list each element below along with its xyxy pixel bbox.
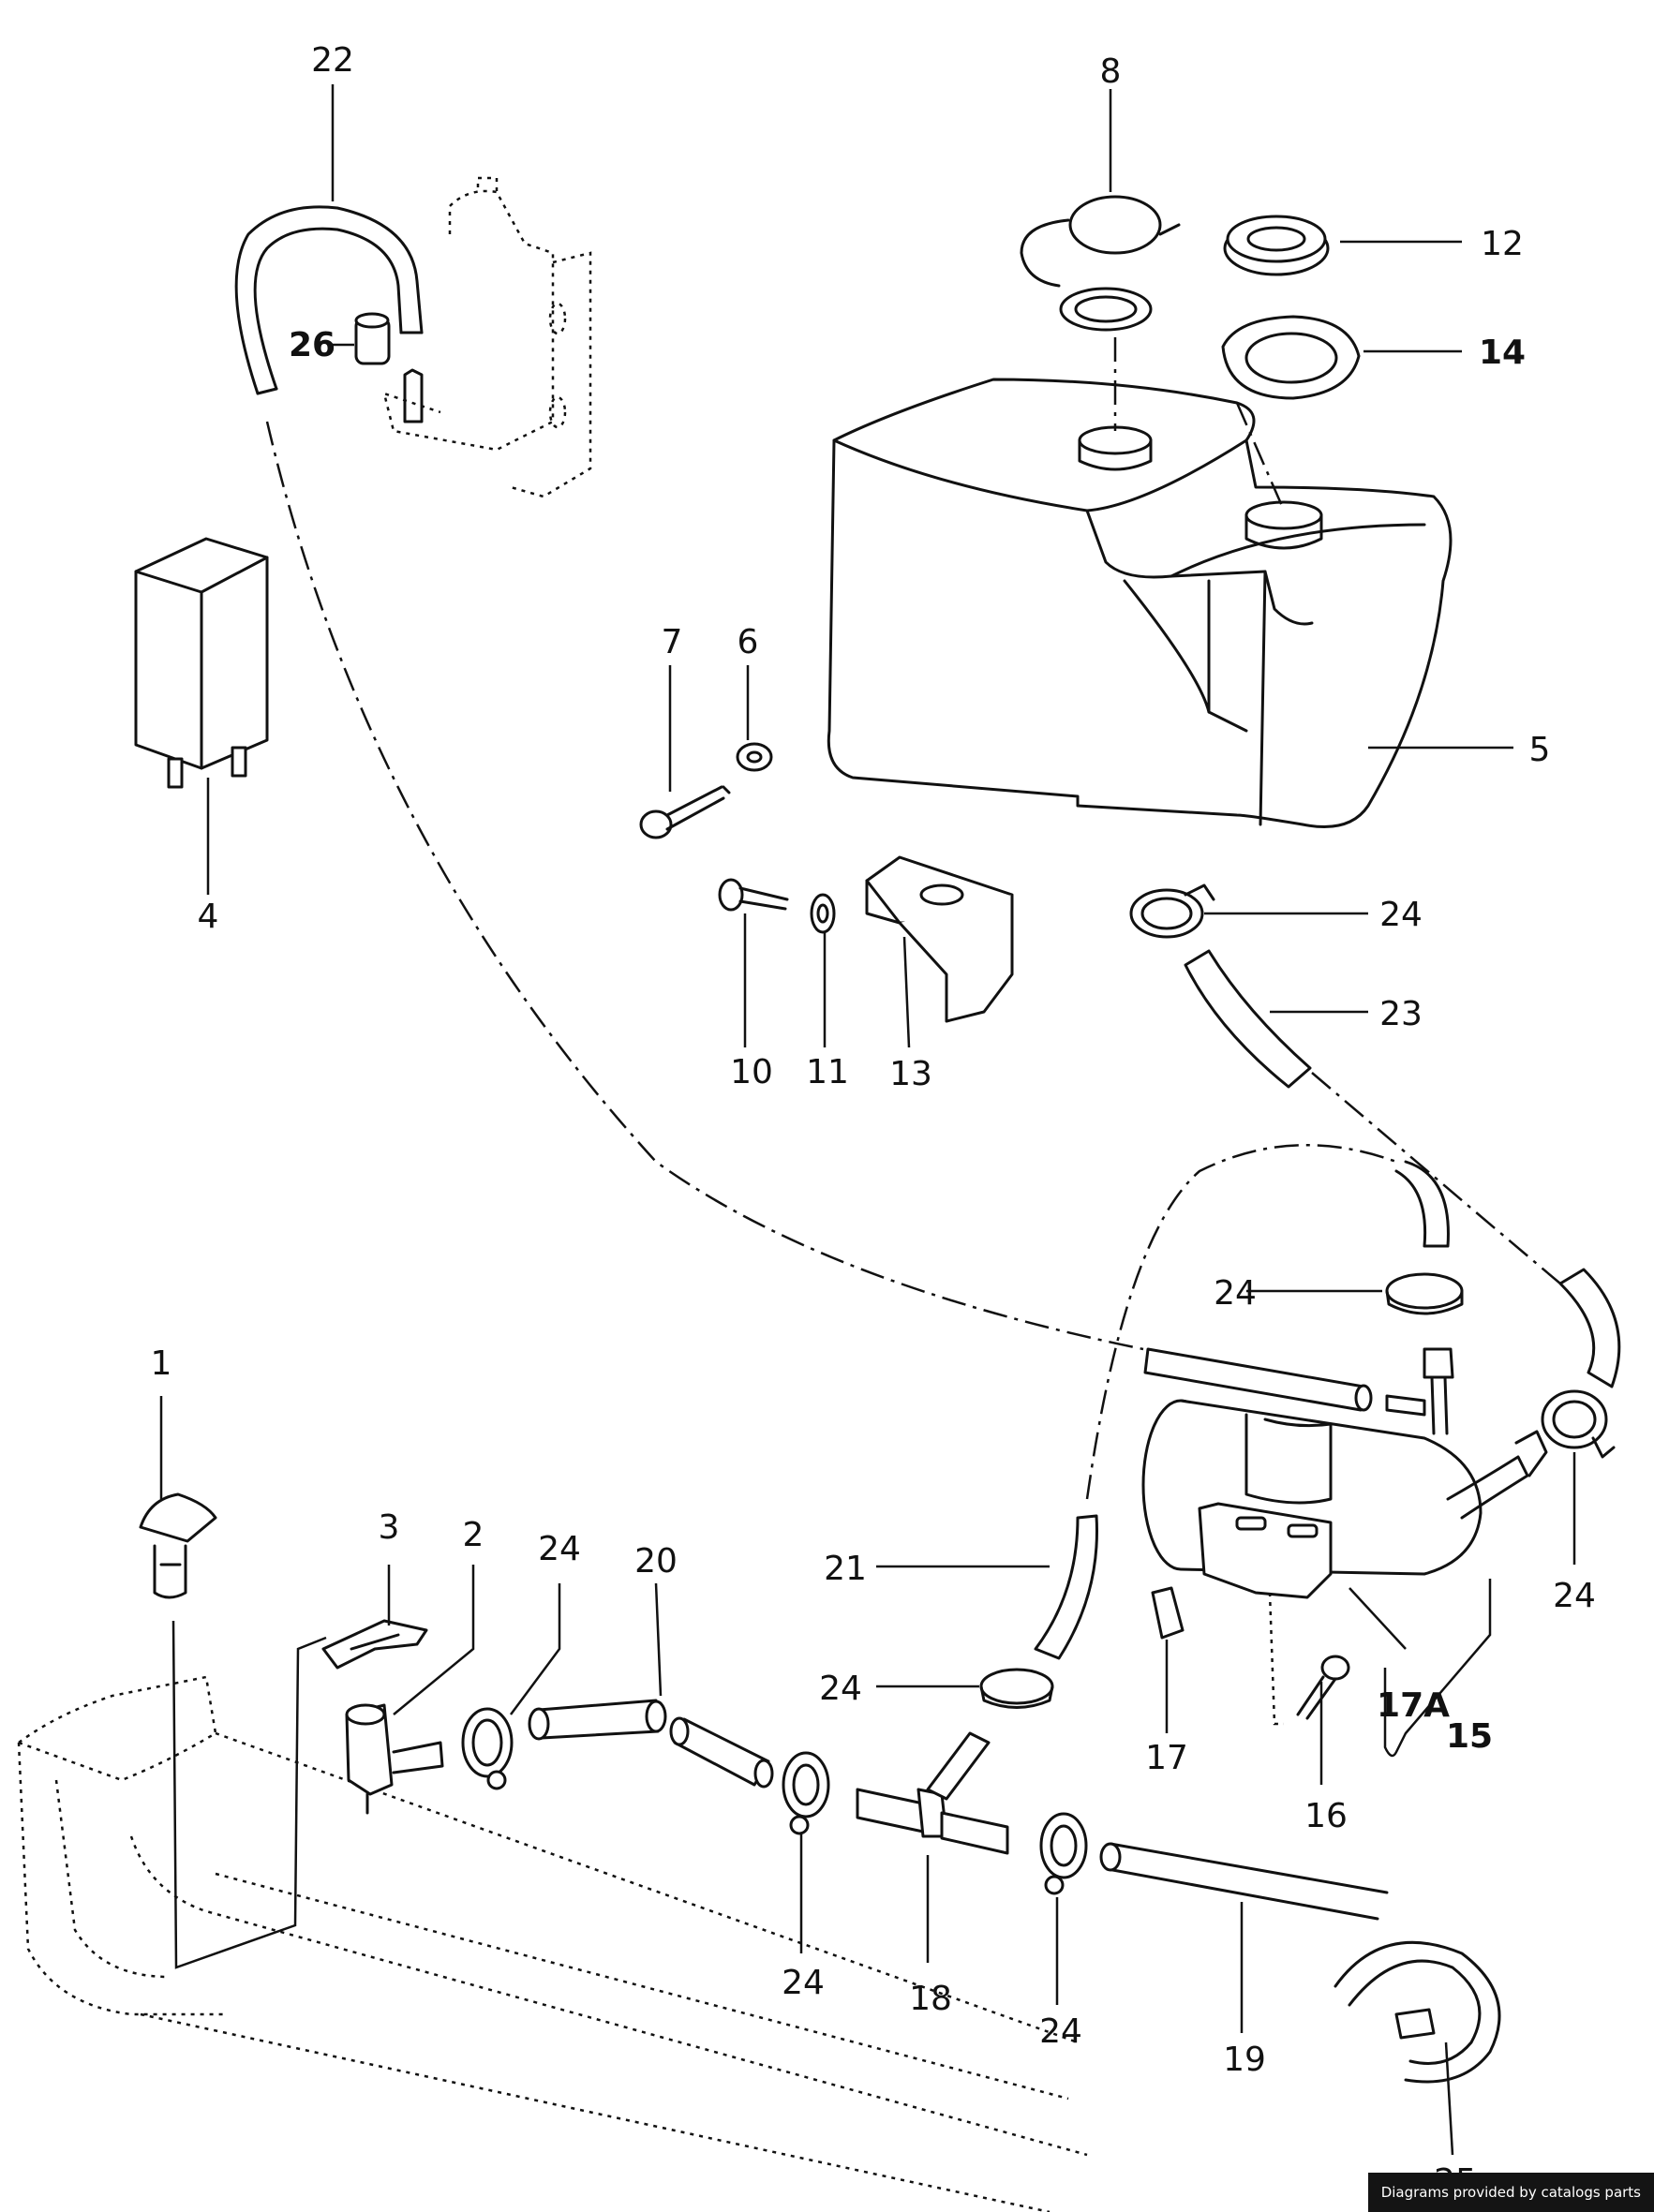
credit-footer: Diagrams provided by catalogs parts bbox=[1367, 2173, 1654, 2212]
part-14-gasket[interactable] bbox=[1221, 315, 1361, 400]
part-1-nozzle[interactable] bbox=[139, 1492, 217, 1599]
callout-3: 3 bbox=[379, 1508, 400, 1547]
part-7-screw[interactable] bbox=[639, 785, 731, 839]
callout-24-f: 24 bbox=[782, 1964, 825, 2002]
part-3-clip[interactable] bbox=[321, 1619, 428, 1670]
callout-14: 14 bbox=[1479, 334, 1526, 372]
part-24-clamp-bottom-b[interactable] bbox=[1039, 1812, 1088, 1895]
leader-lines bbox=[159, 84, 1576, 2156]
callout-5: 5 bbox=[1529, 731, 1551, 769]
callout-19: 19 bbox=[1223, 2041, 1266, 2079]
part-24-clamp-right[interactable] bbox=[1541, 1389, 1616, 1459]
part-17-clip[interactable] bbox=[1151, 1586, 1185, 1640]
callout-18: 18 bbox=[909, 1980, 952, 2018]
part-22-hose[interactable] bbox=[234, 205, 424, 395]
part-21-hose[interactable] bbox=[1034, 1514, 1098, 1660]
callout-22: 22 bbox=[311, 41, 354, 80]
callout-21: 21 bbox=[824, 1550, 867, 1588]
part-13-bracket[interactable] bbox=[865, 855, 1014, 1023]
callout-24-d: 24 bbox=[538, 1530, 581, 1568]
callout-24-a: 24 bbox=[1379, 896, 1423, 934]
callout-24-c: 24 bbox=[1553, 1577, 1596, 1615]
callout-7: 7 bbox=[662, 623, 683, 661]
part-10-screw[interactable] bbox=[718, 878, 789, 912]
part-24-clamp-lower-mid[interactable] bbox=[979, 1668, 1054, 1709]
elbow-hose-right bbox=[1558, 1268, 1621, 1388]
part-17a-bracket[interactable] bbox=[1198, 1502, 1333, 1599]
elbow-hose-upper bbox=[1394, 1160, 1450, 1248]
callout-6: 6 bbox=[738, 623, 759, 661]
fitting-upper bbox=[1385, 1347, 1454, 1435]
callout-23: 23 bbox=[1379, 995, 1423, 1033]
callout-24-g: 24 bbox=[1039, 2012, 1082, 2051]
part-12-ring-nut[interactable] bbox=[1223, 215, 1330, 276]
callout-16: 16 bbox=[1304, 1797, 1348, 1835]
callout-15: 15 bbox=[1446, 1717, 1493, 1756]
part-18-t-connector[interactable] bbox=[856, 1731, 1009, 1855]
callout-4: 4 bbox=[198, 898, 219, 936]
part-23-hose[interactable] bbox=[1184, 949, 1312, 1089]
callout-24-b: 24 bbox=[1214, 1274, 1257, 1313]
part-11-washer[interactable] bbox=[810, 893, 836, 934]
hose-over-pump bbox=[1143, 1347, 1373, 1412]
pump-nozzle bbox=[403, 368, 424, 423]
callout-17a: 17A bbox=[1377, 1686, 1450, 1725]
callout-10: 10 bbox=[730, 1053, 773, 1091]
part-8-filler-cap[interactable] bbox=[1020, 195, 1181, 332]
callout-labels: 22 26 8 12 14 5 7 6 4 10 11 13 24 23 24 … bbox=[151, 41, 1596, 2201]
callout-2: 2 bbox=[463, 1516, 484, 1554]
callout-1: 1 bbox=[151, 1344, 172, 1383]
part-6-washer[interactable] bbox=[736, 742, 773, 772]
route-line-tank bbox=[1311, 1072, 1561, 1284]
part-19-hose[interactable] bbox=[1099, 1842, 1389, 1921]
callout-13: 13 bbox=[889, 1055, 932, 1093]
callout-12: 12 bbox=[1481, 225, 1524, 263]
part-24-clamp-bottom-a[interactable] bbox=[782, 1751, 830, 1835]
part-24-clamp-lower-left[interactable] bbox=[461, 1707, 514, 1790]
part-2-valve[interactable] bbox=[345, 1703, 444, 1815]
part-5-reservoir[interactable] bbox=[827, 378, 1453, 828]
part-24-clamp-mid[interactable] bbox=[1385, 1272, 1464, 1315]
callout-8: 8 bbox=[1100, 52, 1122, 91]
part-25-strap[interactable] bbox=[1334, 1940, 1501, 2084]
part-24-clamp-upper[interactable] bbox=[1129, 883, 1215, 939]
part-20-hose[interactable] bbox=[528, 1699, 774, 1789]
part-16-screw[interactable] bbox=[1296, 1655, 1350, 1720]
pump-outline-dashed bbox=[382, 176, 592, 498]
callout-24-e: 24 bbox=[819, 1670, 862, 1708]
route-line-main bbox=[265, 421, 1144, 1351]
callout-20: 20 bbox=[634, 1542, 678, 1581]
part-4-relay[interactable] bbox=[134, 537, 269, 789]
callout-17: 17 bbox=[1145, 1739, 1188, 1777]
part-26-sleeve[interactable] bbox=[354, 312, 391, 365]
route-line-return bbox=[1085, 1144, 1397, 1500]
callout-11: 11 bbox=[806, 1053, 849, 1091]
callout-26: 26 bbox=[289, 326, 335, 364]
